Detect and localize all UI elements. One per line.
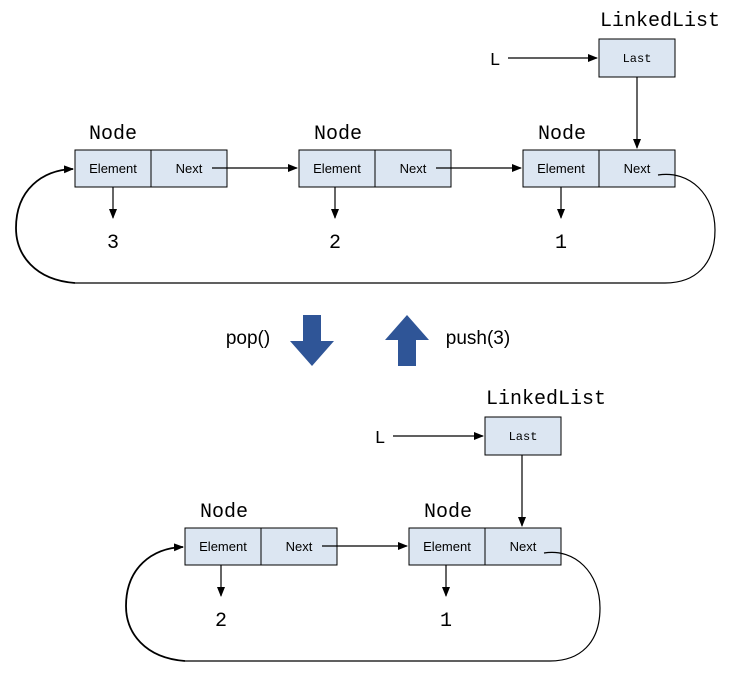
element-label: Element	[537, 161, 585, 176]
bottom-node-2: Node Element Next 1	[408, 501, 562, 633]
bottom-linkedlist-title: LinkedList	[486, 388, 606, 411]
node-title: Node	[538, 123, 586, 146]
element-label: Element	[199, 539, 247, 554]
element-cell	[298, 149, 376, 188]
pop-label: pop()	[226, 328, 270, 349]
push-label: push(3)	[446, 328, 510, 349]
top-loop-back-arrow	[15, 165, 76, 284]
top-node-1: Node Element Next 3	[74, 123, 228, 255]
element-value: 1	[555, 232, 567, 255]
element-label: Element	[313, 161, 361, 176]
element-label: Element	[89, 161, 137, 176]
next-label: Next	[400, 161, 427, 176]
top-list-variable: L	[490, 51, 501, 71]
next-label: Next	[624, 161, 651, 176]
bottom-last-label: Last	[509, 430, 538, 444]
bottom-loop-line	[185, 551, 601, 662]
next-label: Next	[510, 539, 537, 554]
top-diagram: LinkedList L Last Node Element Next 3 No…	[15, 10, 720, 284]
top-last-label: Last	[623, 52, 652, 66]
top-node-2: Node Element Next 2	[298, 123, 452, 255]
push-up-arrow-icon	[385, 315, 429, 366]
bottom-list-variable: L	[375, 429, 386, 449]
top-linkedlist-title: LinkedList	[600, 10, 720, 33]
top-node-3: Node Element Next 1	[522, 123, 676, 255]
top-loop-line	[75, 173, 716, 284]
element-cell	[184, 527, 262, 566]
element-cell	[522, 149, 600, 188]
element-value: 2	[329, 232, 341, 255]
operations: pop() push(3)	[226, 315, 510, 366]
bottom-node-1: Node Element Next 2	[184, 501, 338, 633]
element-label: Element	[423, 539, 471, 554]
bottom-loop-back-arrow	[125, 543, 186, 662]
next-label: Next	[286, 539, 313, 554]
node-title: Node	[424, 501, 472, 524]
element-value: 3	[107, 232, 119, 255]
node-title: Node	[89, 123, 137, 146]
element-cell	[74, 149, 152, 188]
element-value: 2	[215, 610, 227, 633]
node-title: Node	[314, 123, 362, 146]
next-cell	[598, 149, 676, 188]
next-cell	[484, 527, 562, 566]
node-title: Node	[200, 501, 248, 524]
bottom-last-box	[484, 416, 562, 456]
next-label: Next	[176, 161, 203, 176]
bottom-diagram: LinkedList L Last Node Element Next 2 No…	[125, 388, 606, 662]
element-value: 1	[440, 610, 452, 633]
pop-down-arrow-icon	[290, 315, 334, 366]
element-cell	[408, 527, 486, 566]
